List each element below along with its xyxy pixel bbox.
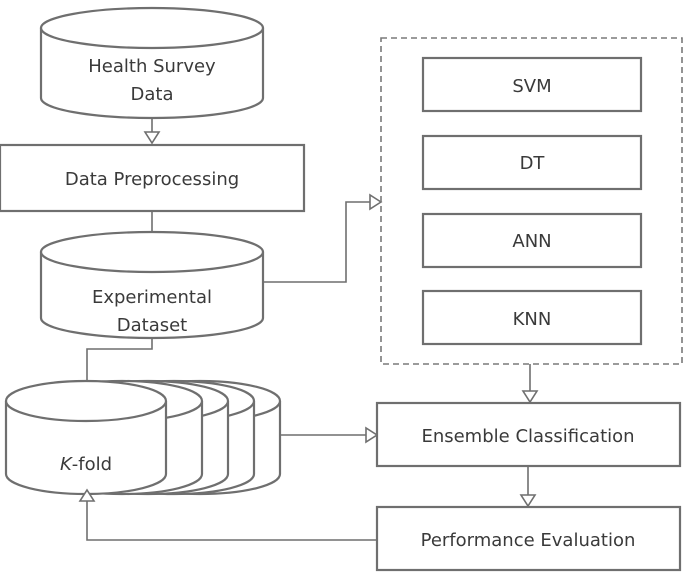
data-preprocessing-box: Data Preprocessing [0,143,306,213]
dt-box: DT [421,134,643,191]
ensemble-classification-box: Ensemble Classification [375,401,682,468]
svm-box: SVM [421,56,643,113]
arrow-performance-to-kfold [78,488,377,541]
arrow-kfold-to-ensemble [280,426,379,444]
ann-label: ANN [512,231,551,252]
arrow-experimental-to-classifiers [263,193,383,283]
performance-evaluation-box: Performance Evaluation [375,505,682,572]
arrow-ensemble-to-performance [519,466,537,508]
experimental-label-1: Experimental [92,287,212,308]
arrow-classifiers-to-ensemble [521,364,539,404]
knn-label: KNN [513,309,552,330]
experimental-label-2: Dataset [117,315,188,336]
kfold-label-rest: -fold [72,454,112,475]
data-preprocessing-label: Data Preprocessing [65,169,239,190]
health-survey-data-cylinder: Health Survey Data [39,6,265,120]
classifier-group: SVM DT ANN KNN [380,37,683,365]
dt-label: DT [520,153,546,174]
health-survey-label-2: Data [131,84,174,105]
ensemble-label: Ensemble Classification [421,426,634,447]
health-survey-label-1: Health Survey [88,56,216,77]
kfold-stack: K-fold [4,379,282,496]
experimental-dataset-cylinder: Experimental Dataset [39,230,265,340]
arrow-survey-to-preprocessing [143,118,161,145]
kfold-label-k: K [60,454,73,475]
performance-label: Performance Evaluation [421,530,636,551]
ann-box: ANN [421,212,643,269]
kfold-label: K-fold [60,454,112,475]
knn-box: KNN [421,289,643,346]
svm-label: SVM [512,76,551,97]
